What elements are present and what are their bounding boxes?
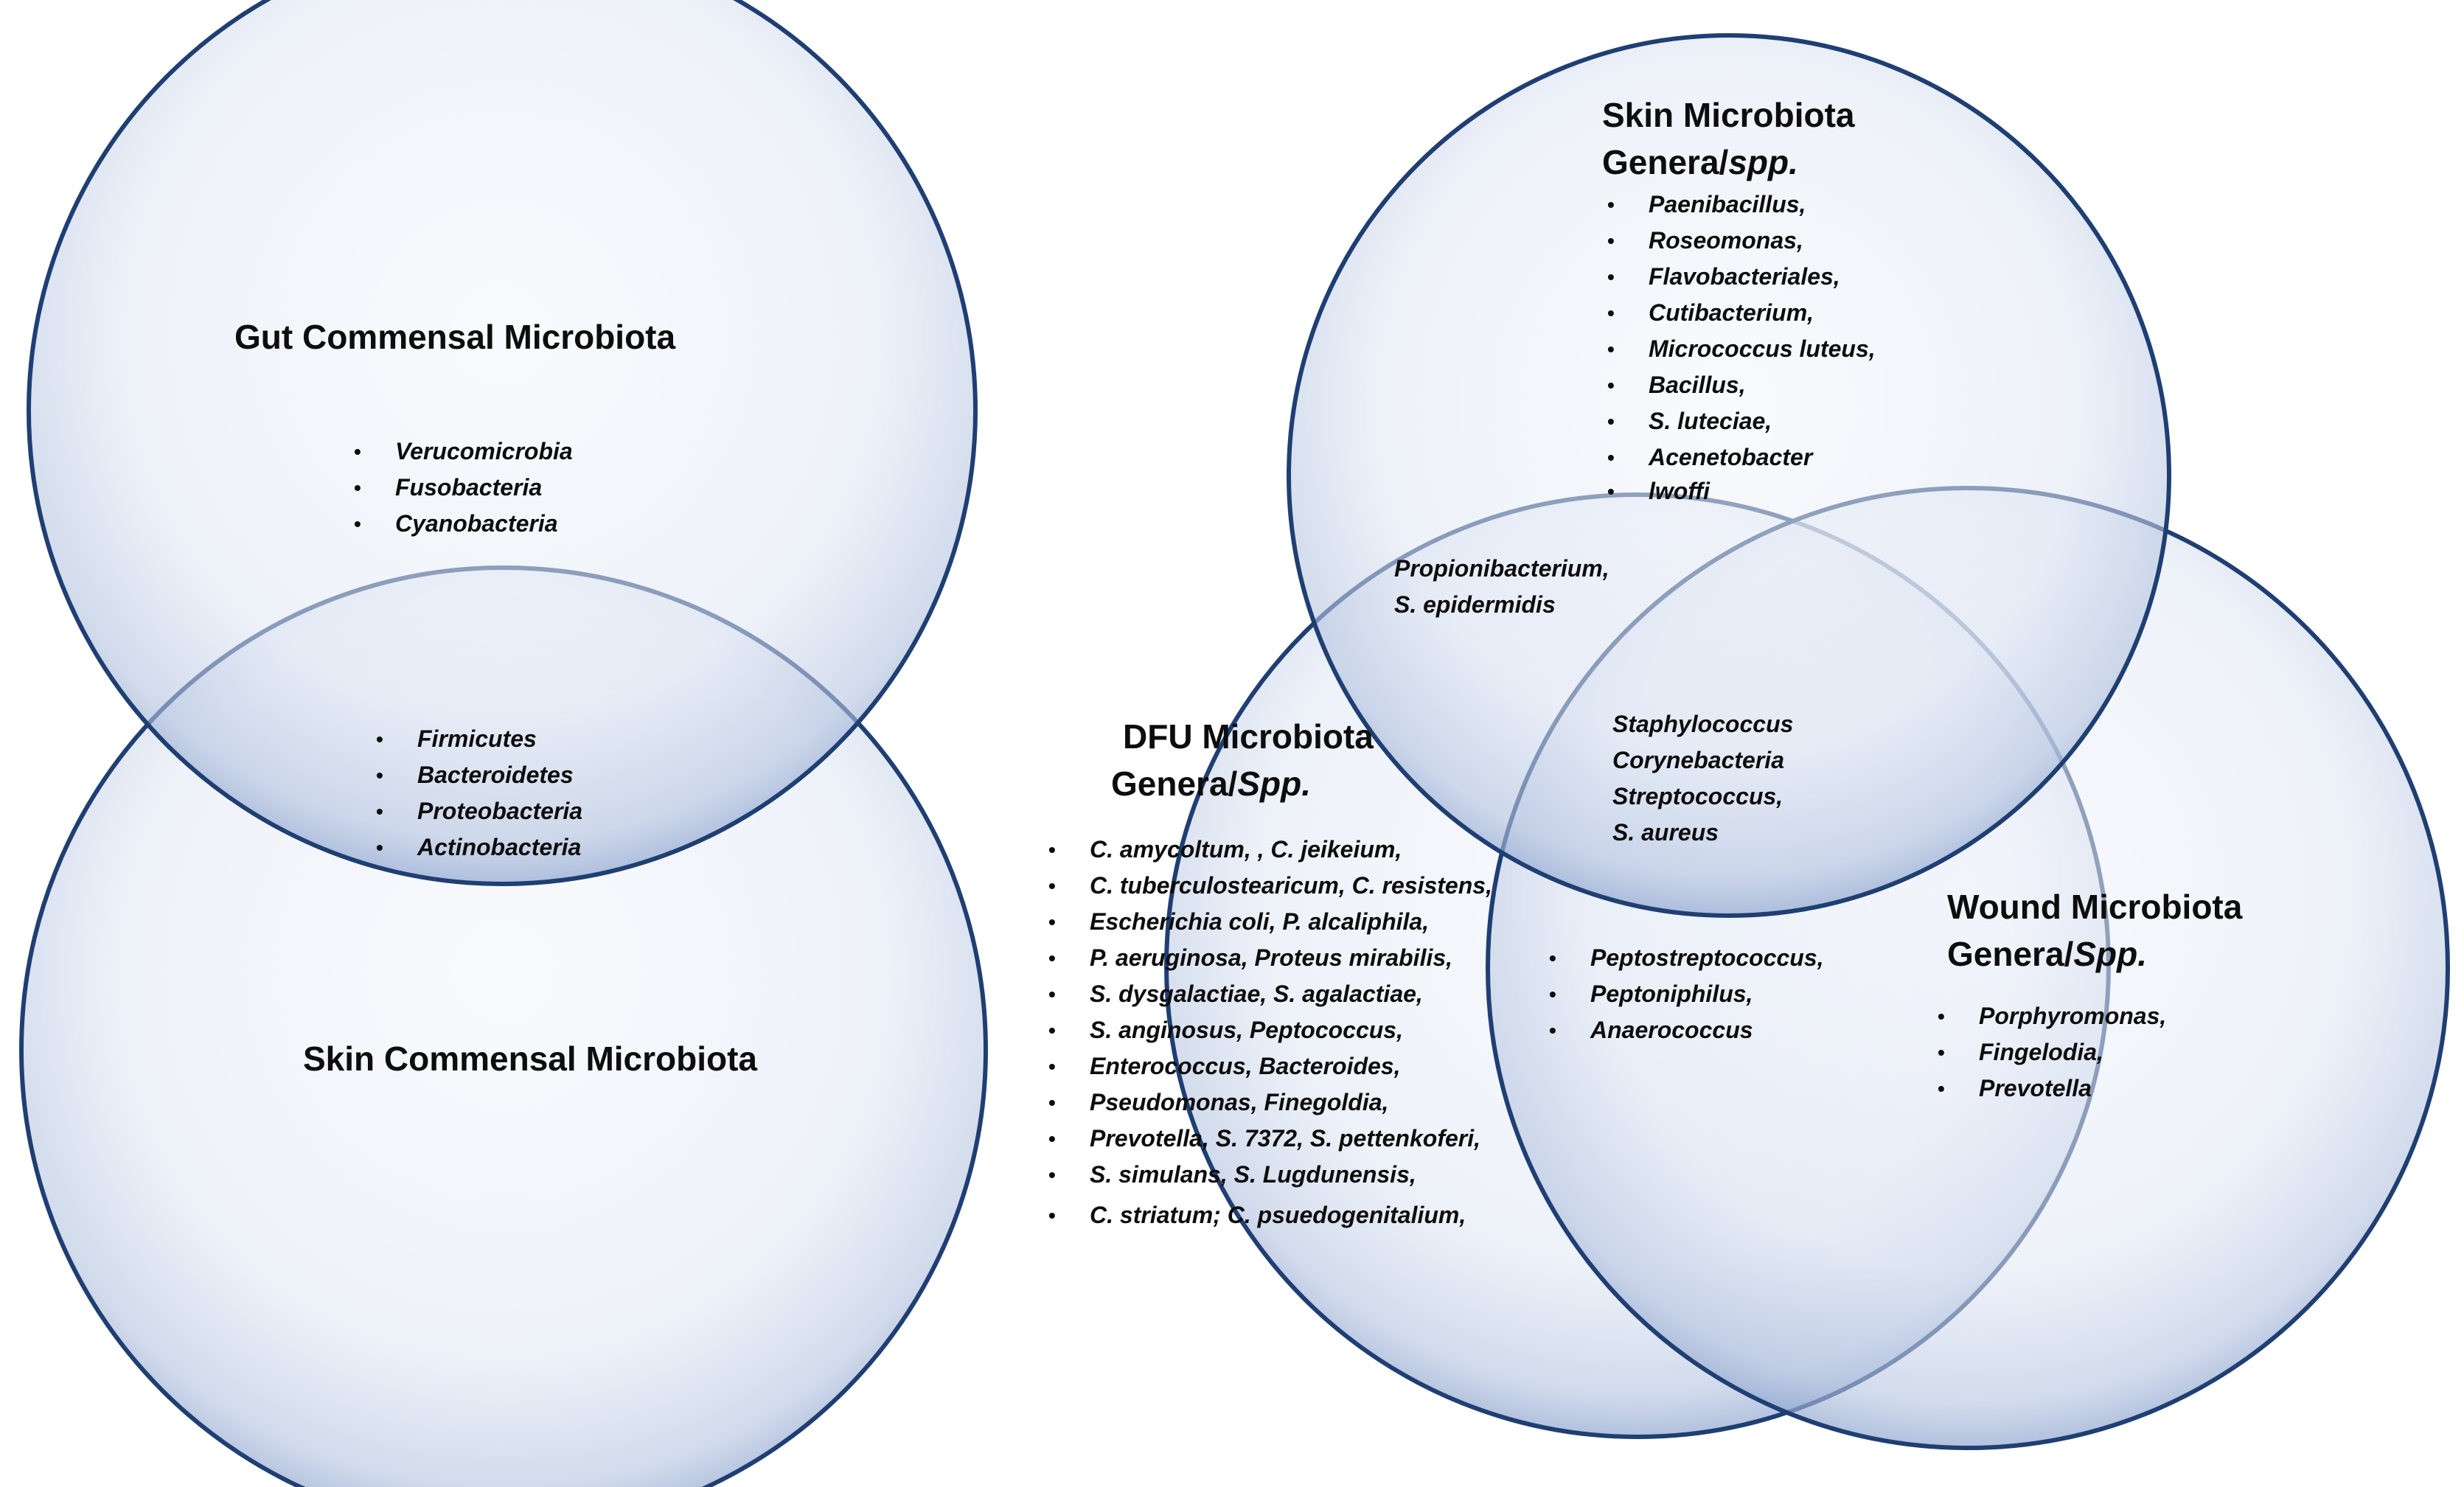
list-item: Firmicutes bbox=[376, 721, 582, 757]
list-item: Peptoniphilus, bbox=[1549, 976, 1824, 1012]
dfu-title-line2: Genera/Spp. bbox=[1111, 760, 1374, 807]
list-item: Anaerococcus bbox=[1549, 1012, 1824, 1048]
wound-microbiota-list: Porphyromonas, Fingelodia, Prevotella bbox=[1938, 998, 2166, 1107]
list-item: Streptococcus, bbox=[1612, 783, 1783, 809]
list-item: S. aureus bbox=[1612, 819, 1719, 846]
title-text: Genera/ bbox=[1947, 935, 2074, 973]
list-item: Enterococcus, Bacteroides, bbox=[1048, 1048, 1492, 1084]
list-item: Cyanobacteria bbox=[354, 506, 573, 542]
wound-title-line2: Genera/Spp. bbox=[1947, 930, 2242, 978]
title-italic-text: Spp. bbox=[2073, 935, 2147, 973]
title-text: Genera/ bbox=[1602, 143, 1729, 181]
list-item: Acenetobacter bbox=[1607, 439, 1876, 476]
list-item: S. dysgalactiae, S. agalactiae, bbox=[1048, 976, 1492, 1012]
title-text: Genera/ bbox=[1111, 765, 1238, 803]
title-italic-text: spp. bbox=[1728, 143, 1798, 181]
list-item: Paenibacillus, bbox=[1607, 187, 1876, 223]
list-item: Flavobacteriales, bbox=[1607, 259, 1876, 295]
list-item: S. epidermidis bbox=[1394, 591, 1556, 618]
list-item: C. tuberculostearicum, C. resistens, bbox=[1048, 868, 1492, 904]
list-item: Micrococcus luteus, bbox=[1607, 331, 1876, 367]
gut-skin-overlap-list: Firmicutes Bacteroidetes Proteobacteria … bbox=[376, 721, 582, 866]
list-item: Staphylococcus bbox=[1612, 711, 1794, 737]
skin-microbiota-title: Skin Microbiota Genera/spp. bbox=[1602, 91, 1854, 186]
dfu-wound-overlap-list: Peptostreptococcus, Peptoniphilus, Anaer… bbox=[1549, 940, 1824, 1048]
dfu-microbiota-list: C. amycoltum, , C. jeikeium, C. tubercul… bbox=[1048, 832, 1492, 1233]
three-way-overlap-list: Staphylococcus Corynebacteria Streptococ… bbox=[1612, 706, 1793, 851]
list-item: Roseomonas, bbox=[1607, 223, 1876, 259]
list-item: P. aeruginosa, Proteus mirabilis, bbox=[1048, 940, 1492, 976]
list-item: Propionibacterium, bbox=[1394, 555, 1609, 582]
list-item: Escherichia coli, P. alcaliphila, bbox=[1048, 904, 1492, 940]
list-item: Actinobacteria bbox=[376, 829, 582, 866]
list-item: Bacillus, bbox=[1607, 367, 1876, 403]
list-item: Proteobacteria bbox=[376, 793, 582, 829]
list-item: Fingelodia, bbox=[1938, 1034, 2166, 1070]
list-item: Cutibacterium, bbox=[1607, 295, 1876, 331]
list-item: Pseudomonas, Finegoldia, bbox=[1048, 1084, 1492, 1121]
skin-microbiota-title-line2: Genera/spp. bbox=[1602, 139, 1854, 186]
skin-microbiota-title-line1: Skin Microbiota bbox=[1602, 96, 1855, 134]
title-italic-text: Spp. bbox=[1237, 765, 1311, 803]
list-item: S. anginosus, Peptococcus, bbox=[1048, 1012, 1492, 1048]
skin-microbiota-list: Paenibacillus, Roseomonas, Flavobacteria… bbox=[1607, 187, 1876, 509]
skin-commensal-title: Skin Commensal Microbiota bbox=[303, 1039, 758, 1078]
list-item: Bacteroidetes bbox=[376, 757, 582, 793]
list-item: Prevotella, S. 7372, S. pettenkoferi, bbox=[1048, 1121, 1492, 1157]
continuation-text: lwoffi bbox=[1649, 478, 1710, 504]
gut-commensal-title: Gut Commensal Microbiota bbox=[234, 318, 676, 356]
list-item: S. simulans, S. Lugdunensis, bbox=[1048, 1157, 1492, 1193]
list-item: Fusobacteria bbox=[354, 470, 573, 506]
list-item: Verucomicrobia bbox=[354, 433, 573, 470]
dfu-title-line1: DFU Microbiota bbox=[1123, 717, 1374, 756]
wound-microbiota-title: Wound Microbiota Genera/Spp. bbox=[1947, 883, 2242, 978]
dfu-microbiota-title: DFU Microbiota Genera/Spp. bbox=[1111, 713, 1374, 807]
list-item: Prevotella bbox=[1938, 1070, 2166, 1107]
skin-dfu-overlap-list: Propionibacterium, S. epidermidis bbox=[1394, 551, 1609, 623]
list-item: C. amycoltum, , C. jeikeium, bbox=[1048, 832, 1492, 868]
list-item: Corynebacteria bbox=[1612, 747, 1784, 773]
gut-commensal-list: Verucomicrobia Fusobacteria Cyanobacteri… bbox=[354, 433, 573, 542]
list-item-continuation: lwoffi bbox=[1607, 473, 1876, 509]
list-item: C. striatum; C. psuedogenitalium, bbox=[1048, 1197, 1492, 1233]
wound-title-line1: Wound Microbiota bbox=[1947, 888, 2243, 926]
list-item: Peptostreptococcus, bbox=[1549, 940, 1824, 976]
list-item: Porphyromonas, bbox=[1938, 998, 2166, 1034]
list-item: S. luteciae, bbox=[1607, 403, 1876, 439]
